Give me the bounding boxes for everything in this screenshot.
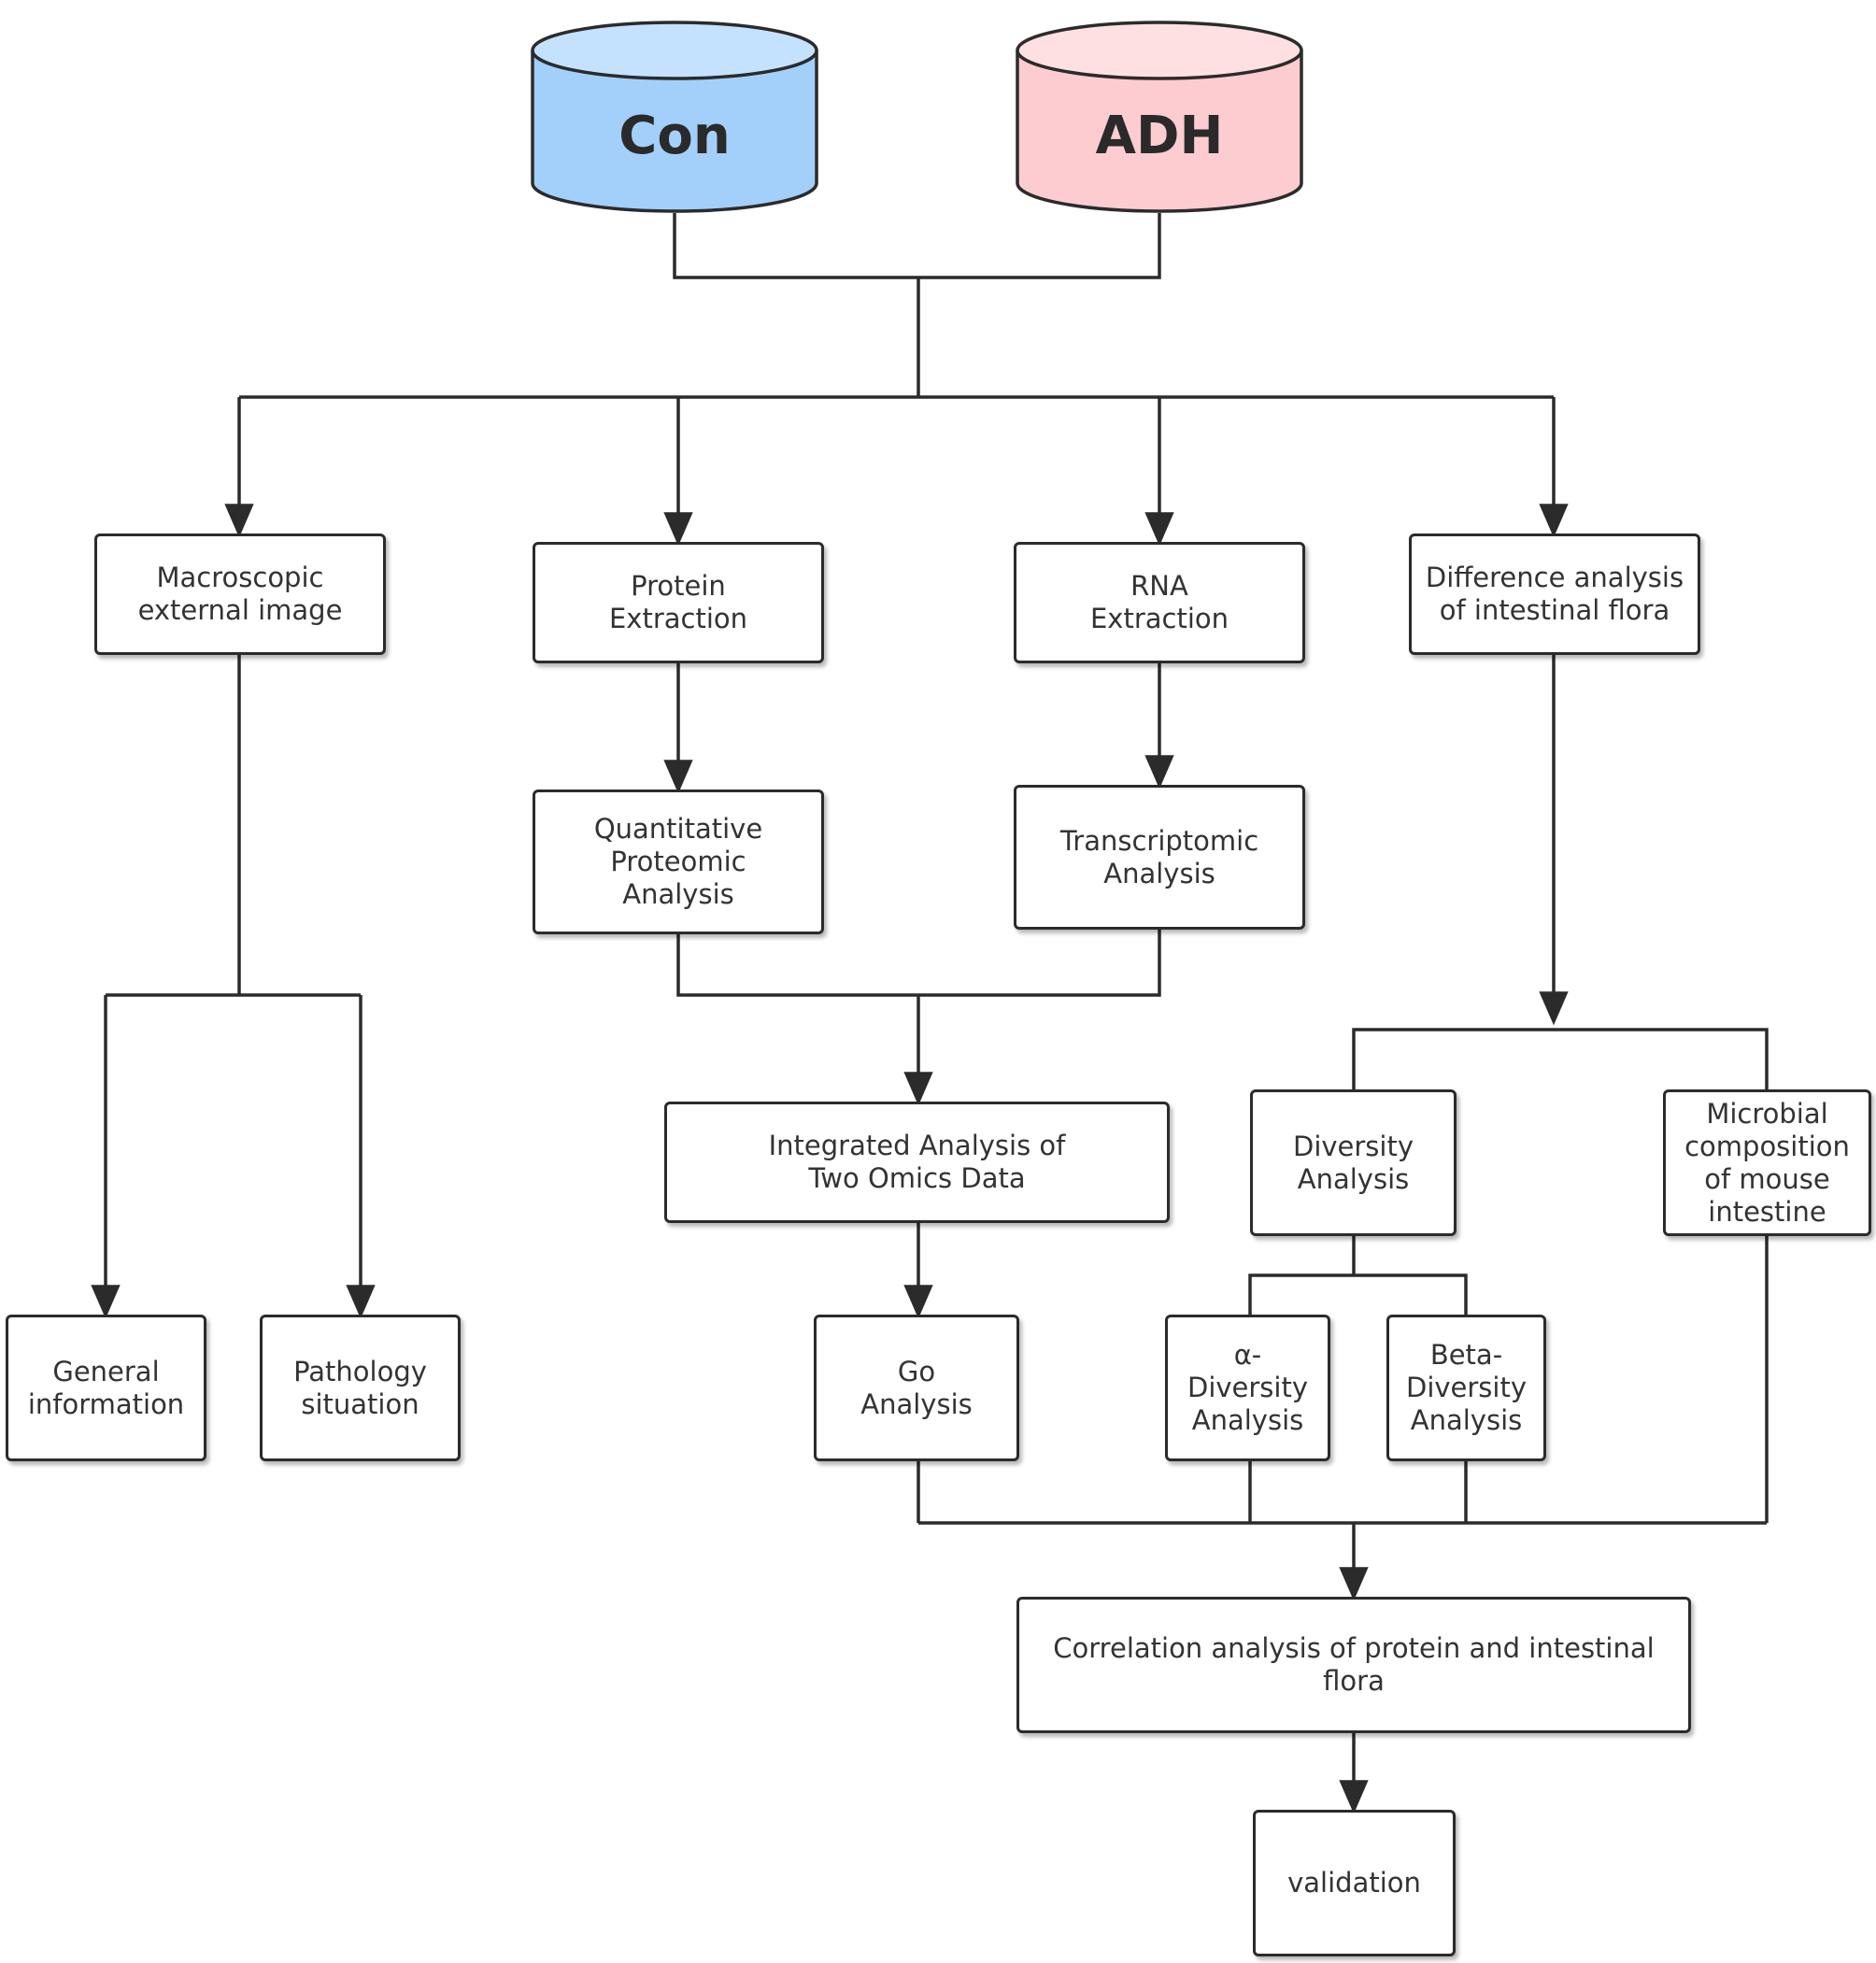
pathology-situation-label: Pathology situation (293, 1355, 427, 1420)
correlation-analysis-label: Correlation analysis of protein and inte… (1053, 1632, 1655, 1697)
beta-diversity-label: Beta- Diversity Analysis (1405, 1339, 1527, 1436)
connector-adh-to-hub (918, 213, 1161, 279)
alpha-diversity-box: α- Diversity Analysis (1165, 1315, 1330, 1461)
connector-integrated-to-go-arrowhead (903, 1285, 933, 1319)
validation-box: validation (1253, 1810, 1456, 1956)
integrated-analysis-box: Integrated Analysis of Two Omics Data (664, 1102, 1170, 1223)
go-analysis-label: Go Analysis (860, 1355, 973, 1420)
connector-protein-to-quantitative-arrowhead (663, 760, 693, 794)
diversity-analysis-label: Diversity Analysis (1292, 1130, 1414, 1195)
con-label: Con (618, 105, 731, 166)
connector-correlation-to-validation-arrowhead (1339, 1780, 1369, 1814)
alpha-diversity-label: α- Diversity Analysis (1187, 1339, 1308, 1436)
difference-flora-label: Difference analysis of intestinal flora (1425, 562, 1684, 626)
connector-to-pathology-situation-arrowhead (346, 1285, 376, 1319)
adh-label: ADH (1095, 105, 1224, 166)
difference-flora-box: Difference analysis of intestinal flora (1409, 533, 1700, 655)
con-cylinder (531, 21, 818, 213)
connector-flora-split (1352, 1028, 1769, 1089)
beta-diversity-box: Beta- Diversity Analysis (1386, 1315, 1546, 1461)
connector-to-protein-extraction-arrowhead (663, 512, 693, 547)
connector-to-general-information-arrowhead (91, 1285, 121, 1319)
general-information-label: General information (27, 1355, 185, 1420)
adh-cylinder (1016, 21, 1303, 213)
protein-extraction-box: Protein Extraction (533, 542, 824, 663)
go-analysis-box: Go Analysis (814, 1315, 1019, 1461)
rna-extraction-box: RNA Extraction (1014, 542, 1305, 663)
connector-to-macroscopic-arrowhead (224, 504, 254, 538)
pathology-situation-box: Pathology situation (260, 1315, 461, 1461)
rna-extraction-label: RNA Extraction (1089, 570, 1229, 634)
connector-to-difference-flora-arrowhead (1539, 504, 1569, 538)
macroscopic-image-label: Macroscopic external image (137, 562, 343, 626)
connector-merge-to-integrated-arrowhead (903, 1072, 933, 1106)
connector-quantitative-down (676, 930, 1161, 997)
transcriptomic-label: Transcriptomic Analysis (1059, 824, 1259, 889)
quantitative-proteomic-box: Quantitative Proteomic Analysis (533, 789, 824, 934)
validation-label: validation (1287, 1867, 1421, 1899)
diversity-analysis-box: Diversity Analysis (1250, 1089, 1457, 1236)
transcriptomic-box: Transcriptomic Analysis (1014, 785, 1305, 930)
integrated-analysis-label: Integrated Analysis of Two Omics Data (768, 1130, 1066, 1194)
quantitative-proteomic-label: Quantitative Proteomic Analysis (593, 813, 763, 910)
connector-to-correlation-arrowhead (1339, 1567, 1369, 1601)
general-information-box: General information (6, 1315, 206, 1461)
microbial-composition-label: Microbial composition of mouse intestine (1684, 1097, 1850, 1228)
connector-con-to-hub (673, 213, 918, 279)
correlation-analysis-box: Correlation analysis of protein and inte… (1016, 1597, 1691, 1733)
protein-extraction-label: Protein Extraction (608, 570, 748, 634)
macroscopic-image-box: Macroscopic external image (94, 533, 386, 655)
connector-flora-to-split-arrowhead (1539, 991, 1569, 1026)
microbial-composition-box: Microbial composition of mouse intestine (1663, 1089, 1871, 1236)
connector-rna-to-transcriptomic-arrowhead (1144, 755, 1174, 789)
connector-diversity-bar (1248, 1273, 1468, 1315)
connector-to-rna-extraction-arrowhead (1144, 512, 1174, 547)
